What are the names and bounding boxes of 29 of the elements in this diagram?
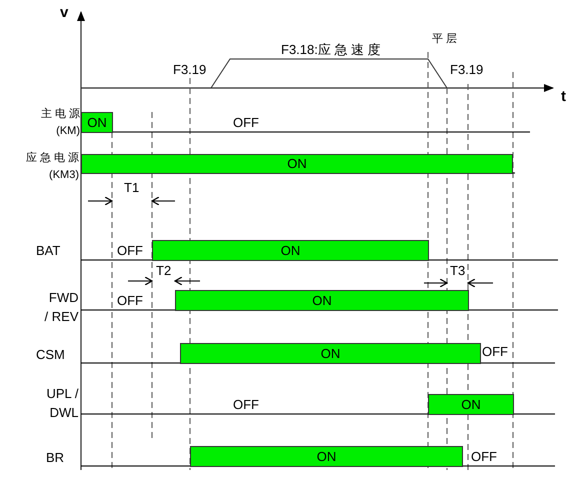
on-state-bar: ON (190, 446, 463, 467)
state-text: OFF (233, 397, 259, 412)
signal-name: 主 电 源 (KM) (40, 106, 80, 139)
state-text: OFF (117, 293, 143, 308)
state-text: OFF (117, 243, 143, 258)
axis-label: v (60, 5, 68, 20)
level-label: 平 层 (432, 32, 458, 47)
signal-name: 应 急 电 源 (KM3) (24, 150, 79, 183)
speed-label: F3.18:应 急 速 度 (281, 42, 381, 57)
signal-name: CSM (36, 347, 65, 362)
state-text: OFF (233, 115, 259, 130)
signal-name: UPL / DWL (45, 385, 78, 422)
interval-label: T3 (450, 263, 466, 278)
ramp-label: F3.19 (173, 62, 206, 77)
signal-name: BAT (36, 243, 60, 258)
on-state-bar: ON (175, 290, 469, 311)
axis-label: t (561, 89, 566, 104)
ramp-label: F3.19 (450, 62, 484, 77)
interval-label: T1 (124, 180, 140, 195)
state-text: OFF (471, 449, 497, 464)
interval-label: T2 (156, 263, 172, 278)
on-state-bar: ON (428, 394, 514, 415)
on-state-bar: ON (152, 240, 429, 261)
on-state-bar: ON (180, 343, 481, 364)
on-state-bar: ON (81, 154, 513, 174)
on-state-bar: ON (81, 112, 113, 133)
signal-name: FWD / REV (44, 289, 78, 326)
state-text: OFF (482, 344, 508, 359)
signal-name: BR (46, 450, 64, 465)
